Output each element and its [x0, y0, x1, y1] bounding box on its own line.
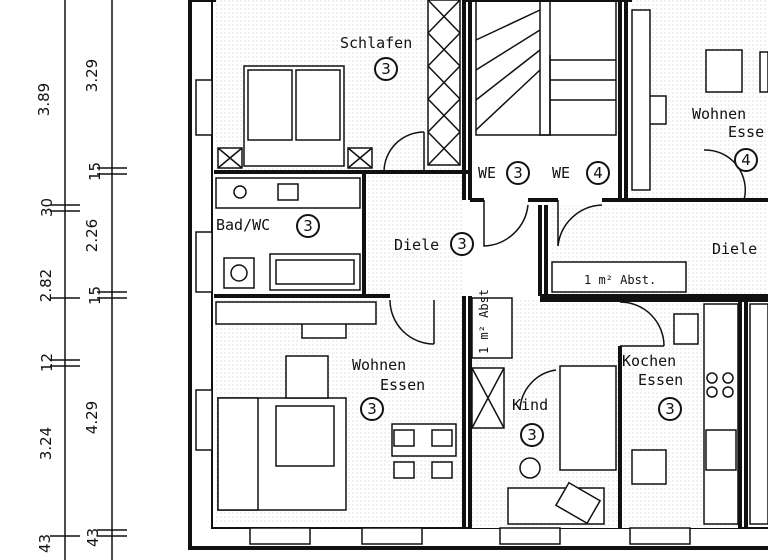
dimension-lines — [50, 0, 127, 560]
badge-we4: 4 — [586, 161, 610, 185]
label-abst-mid: 1 m² Abst — [477, 288, 491, 354]
dim-outer-3: 2.82 — [37, 268, 56, 303]
badge-wohnen-left: 3 — [360, 397, 384, 421]
dim-inner-2: 15 — [86, 161, 105, 182]
label-kochen-2: Essen — [638, 371, 684, 389]
label-diele-left: Diele — [394, 236, 440, 254]
windows — [195, 79, 691, 545]
dim-outer-6: 43 — [36, 533, 55, 554]
badge-kochen: 3 — [658, 397, 682, 421]
label-we4: WE — [552, 164, 571, 182]
dim-outer-4: 12 — [38, 352, 57, 373]
label-schlafen: Schlafen — [340, 34, 413, 52]
label-kind: Kind — [512, 396, 549, 414]
badge-diele-left: 3 — [450, 232, 474, 256]
dim-inner-3: 2.26 — [83, 218, 102, 253]
label-kochen-1: Kochen — [622, 352, 677, 370]
badge-kind: 3 — [520, 423, 544, 447]
label-wohnen-left-1: Wohnen — [352, 356, 407, 374]
furniture — [215, 9, 768, 525]
interior-walls — [214, 0, 768, 528]
label-wohnen-left-2: Essen — [380, 376, 426, 394]
dim-outer-1: 3.89 — [35, 82, 54, 117]
badge-we3: 3 — [506, 161, 530, 185]
dim-outer-2: 30 — [38, 197, 57, 218]
dim-inner-5: 4.29 — [83, 400, 102, 435]
dim-outer-5: 3.24 — [37, 426, 56, 461]
label-bad: Bad/WC — [216, 216, 271, 234]
dim-inner-1: 3.29 — [83, 58, 102, 93]
label-we3: WE — [478, 164, 497, 182]
label-diele-right: Diele — [712, 240, 758, 258]
dim-inner-6: 43 — [84, 527, 103, 548]
label-wohnen-right-1: Wohnen — [692, 105, 747, 123]
shafts — [427, 0, 513, 429]
badge-schlafen: 3 — [374, 57, 398, 81]
badge-bad: 3 — [296, 214, 320, 238]
dim-inner-4: 15 — [86, 285, 105, 306]
label-wohnen-right-2: Esse — [728, 123, 765, 141]
label-abst-right: 1 m² Abst. — [584, 273, 657, 287]
badge-wohnen-right: 4 — [734, 148, 758, 172]
storage-strip — [551, 261, 687, 293]
staircase — [475, 0, 617, 136]
